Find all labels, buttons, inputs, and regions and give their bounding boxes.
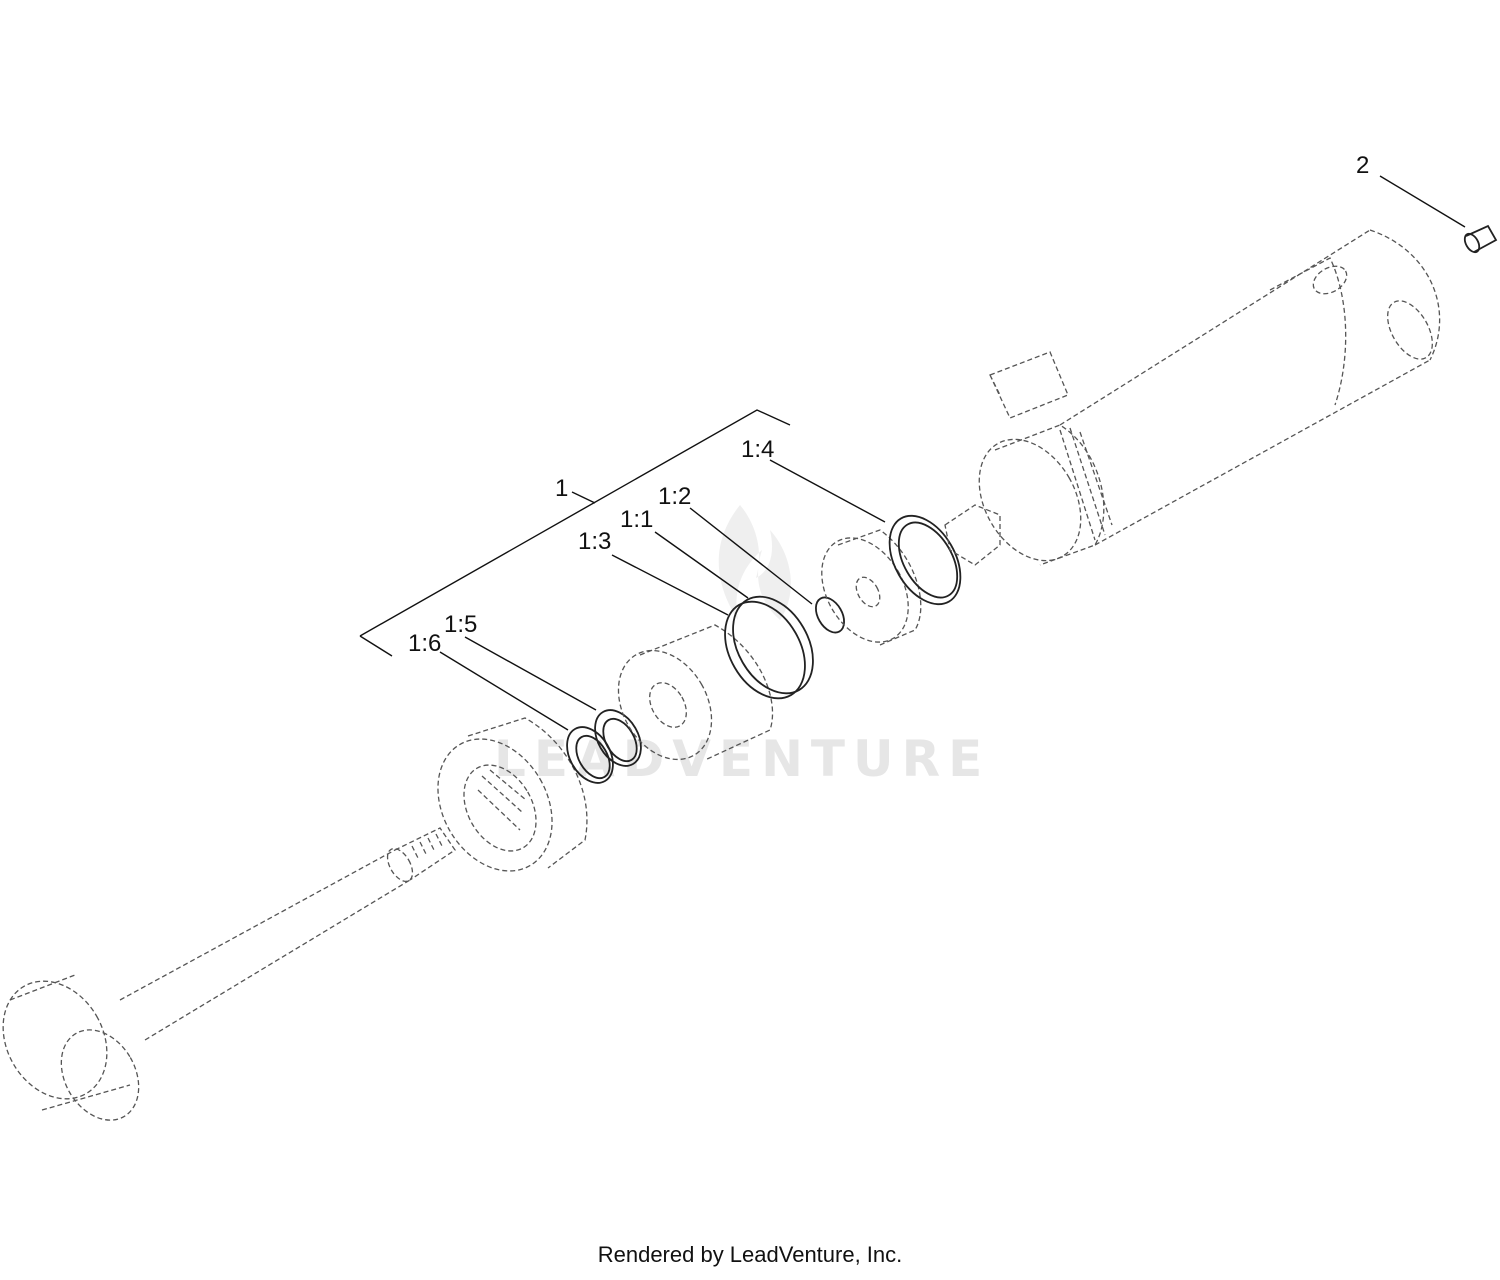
callout-1-2: 1:2 xyxy=(658,483,691,510)
watermark: LEADVENTURE xyxy=(494,505,990,788)
oring-1-2 xyxy=(815,596,845,634)
piston-bore xyxy=(649,682,687,728)
leader-1-3 xyxy=(611,554,729,616)
callout-1-6: 1:6 xyxy=(408,630,441,657)
barrel-collar-threads xyxy=(1059,427,1113,541)
barrel-hex-fitting xyxy=(944,504,1001,566)
barrel-clevis-hole xyxy=(1387,300,1433,360)
callout-1-3: 1:3 xyxy=(578,528,611,555)
rod-thread-lines xyxy=(411,833,443,859)
callout-1-1: 1:1 xyxy=(620,506,653,533)
callout-1-4: 1:4 xyxy=(741,436,774,463)
piston xyxy=(617,624,774,761)
kit-bracket xyxy=(359,409,791,657)
callout-2: 2 xyxy=(1356,152,1369,179)
rod-shoulder xyxy=(386,847,414,883)
barrel-side-port xyxy=(989,351,1069,419)
piston-rings xyxy=(724,595,814,700)
ring-1-4 xyxy=(888,514,962,606)
barrel-tube xyxy=(1059,229,1431,546)
watermark-text: LEADVENTURE xyxy=(494,730,990,788)
rod-eye-body xyxy=(9,974,131,1111)
seal-rings-front xyxy=(566,709,642,784)
piston-head-body xyxy=(837,529,922,646)
leader-2 xyxy=(1379,175,1466,228)
piston-head-face xyxy=(821,537,909,643)
ring-1-6-inner xyxy=(575,734,611,780)
piston-head xyxy=(821,529,922,646)
leader-1-6 xyxy=(439,651,569,731)
piston-face xyxy=(617,649,713,761)
piston-body xyxy=(639,624,774,761)
gland-nut-threads xyxy=(477,769,527,831)
rod-eye-inner xyxy=(60,1029,140,1121)
barrel-boss xyxy=(1269,257,1347,406)
rod-eye-outer xyxy=(2,980,108,1100)
grease-fitting xyxy=(1463,224,1498,254)
barrel-port-hole xyxy=(1312,265,1348,295)
leader-1-4 xyxy=(769,459,886,523)
leader-lines xyxy=(439,175,1466,731)
callout-1-5: 1:5 xyxy=(444,611,477,638)
cylinder-barrel xyxy=(944,229,1441,566)
rod-shaft xyxy=(119,849,411,1041)
rod-thread xyxy=(394,827,456,881)
leader-1-5 xyxy=(464,636,597,711)
barrel-end-collar xyxy=(994,424,1105,566)
render-credit: Rendered by LeadVenture, Inc. xyxy=(598,1242,903,1267)
gland-nut-body xyxy=(467,717,588,869)
barrel-end-cap xyxy=(1369,229,1441,361)
ring-1-5-inner xyxy=(602,717,638,763)
piston-head-bore xyxy=(855,576,881,608)
leader-1-1 xyxy=(654,531,749,599)
ring-1-3 xyxy=(724,600,806,700)
barrel-end-face xyxy=(978,438,1082,562)
leader-1-2 xyxy=(689,507,813,605)
callout-1: 1 xyxy=(555,475,568,502)
gland-nut xyxy=(437,717,588,872)
leader-1 xyxy=(571,491,596,504)
ring-1-4-inner xyxy=(897,521,959,599)
callouts: 1 2 1:4 1:2 1:1 1:3 1:5 1:6 xyxy=(408,152,1369,657)
grease-fitting-base xyxy=(1463,232,1481,254)
grease-fitting-body xyxy=(1465,224,1498,253)
ring-1-1 xyxy=(732,595,814,695)
gland-nut-face xyxy=(437,738,553,872)
rod-assembly xyxy=(2,827,456,1121)
flame-logo-icon xyxy=(718,505,791,620)
gland-nut-bore xyxy=(463,764,537,852)
ring-1-5 xyxy=(594,709,642,767)
